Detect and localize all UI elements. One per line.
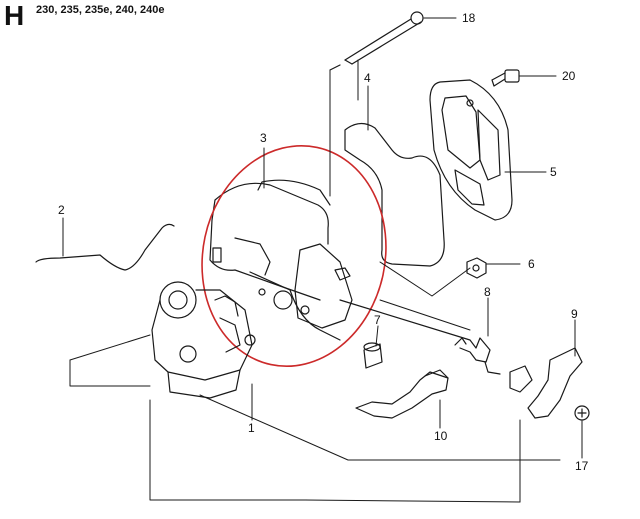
part-long-bolt bbox=[329, 11, 424, 71]
part-spacer bbox=[363, 342, 383, 369]
part-air-filter bbox=[344, 122, 445, 267]
callout-1: 1 bbox=[248, 421, 255, 435]
callout-7: 7 bbox=[374, 313, 381, 327]
callout-9: 9 bbox=[571, 307, 578, 321]
part-bolt-20 bbox=[491, 69, 520, 87]
part-carburetor bbox=[151, 281, 256, 399]
part-air-filter-housing bbox=[209, 179, 353, 341]
alignment-lines bbox=[69, 59, 561, 503]
part-choke-lever bbox=[339, 299, 501, 375]
part-filter-gasket bbox=[429, 79, 513, 221]
part-screw bbox=[574, 405, 590, 421]
part-throttle-rod bbox=[35, 223, 175, 271]
part-choke-knob bbox=[509, 347, 583, 419]
callout-2: 2 bbox=[58, 203, 65, 217]
part-nut bbox=[466, 257, 487, 279]
callout-8: 8 bbox=[484, 285, 491, 299]
callout-6: 6 bbox=[528, 257, 535, 271]
model-list: 230, 235, 235e, 240, 240e bbox=[36, 4, 165, 16]
leader-lines bbox=[62, 17, 583, 459]
callout-20: 20 bbox=[562, 69, 576, 83]
callout-5: 5 bbox=[550, 165, 557, 179]
callout-18: 18 bbox=[462, 11, 476, 25]
callout-4: 4 bbox=[364, 71, 371, 85]
section-letter: H bbox=[4, 0, 25, 31]
highlight-ellipse bbox=[201, 144, 387, 368]
callout-3: 3 bbox=[260, 131, 267, 145]
part-choke-link bbox=[355, 369, 449, 419]
callout-10: 10 bbox=[434, 429, 448, 443]
callout-17: 17 bbox=[575, 459, 589, 473]
